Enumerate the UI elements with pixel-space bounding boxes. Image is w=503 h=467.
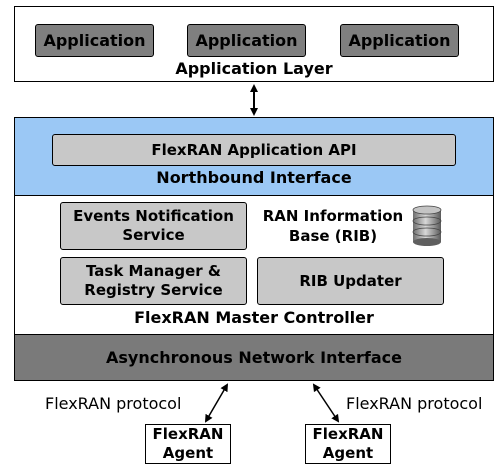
events-line1: Events Notification: [73, 207, 234, 225]
flexran-agent-box: FlexRAN Agent: [305, 424, 391, 464]
async-network-interface: Asynchronous Network Interface: [15, 334, 493, 380]
agent-line1: FlexRAN: [152, 425, 224, 443]
ran-information-base-label: RAN Information Base (RIB): [253, 206, 413, 246]
application-api-box: FlexRAN Application API: [52, 134, 456, 166]
protocol-label-right: FlexRAN protocol: [346, 394, 483, 413]
master-controller-block: FlexRAN Application API Northbound Inter…: [14, 117, 494, 381]
rib-line2: Base (RIB): [288, 227, 378, 245]
task-line2: Registry Service: [84, 281, 223, 299]
application-layer-label: Application Layer: [175, 59, 333, 78]
events-notification-service-box: Events Notification Service: [60, 202, 247, 250]
master-controller-label: FlexRAN Master Controller: [134, 308, 374, 327]
application-box: Application: [35, 24, 154, 57]
agent-line2: Agent: [322, 444, 374, 462]
application-box: Application: [340, 24, 459, 57]
right-agent-arrow: [312, 383, 340, 423]
northbound-interface-label: Northbound Interface: [156, 168, 352, 187]
flexran-agent-box: FlexRAN Agent: [145, 424, 231, 464]
rib-updater-box: RIB Updater: [257, 257, 444, 305]
task-manager-registry-box: Task Manager & Registry Service: [60, 257, 247, 305]
application-box: Application: [187, 24, 306, 57]
application-layer: Application Application Application Appl…: [14, 6, 494, 82]
northbound-interface: FlexRAN Application API Northbound Inter…: [15, 118, 493, 196]
protocol-label-left: FlexRAN protocol: [45, 394, 182, 413]
agent-line2: Agent: [162, 444, 214, 462]
agent-line1: FlexRAN: [312, 425, 384, 443]
events-line2: Service: [122, 226, 185, 244]
task-line1: Task Manager &: [85, 262, 221, 280]
left-agent-arrow: [204, 383, 229, 423]
rib-line1: RAN Information: [262, 207, 404, 225]
database-icon: [412, 205, 442, 246]
